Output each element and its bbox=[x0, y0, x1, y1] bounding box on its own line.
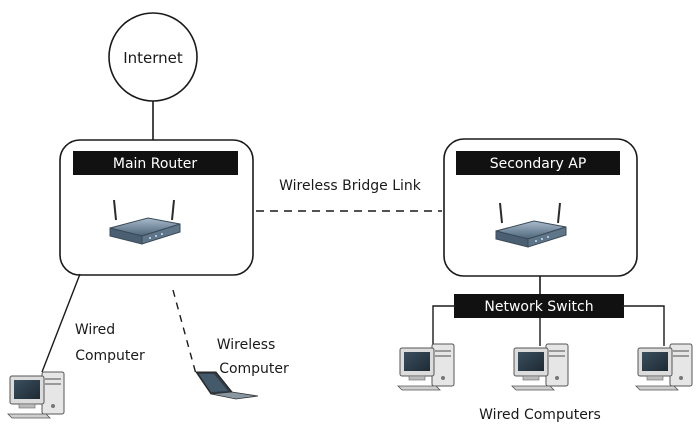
main-router-label: Main Router bbox=[113, 156, 198, 172]
switch-link-right bbox=[622, 305, 665, 346]
network-switch-label: Network Switch bbox=[484, 299, 593, 315]
switch-link-left bbox=[432, 305, 456, 346]
desktop-computer-icon bbox=[7, 371, 65, 419]
main-router-header bbox=[73, 151, 238, 175]
desktop-computer-icon bbox=[511, 343, 569, 391]
desktop-computer-icon bbox=[397, 343, 455, 391]
secondary-ap-header bbox=[456, 151, 620, 175]
laptop-icon bbox=[195, 371, 259, 400]
wireless-computer-label-line2: Computer bbox=[219, 361, 289, 377]
wired-computer-label-line2: Computer bbox=[75, 348, 145, 364]
wired-computers-label: Wired Computers bbox=[479, 407, 601, 423]
bridge-label: Wireless Bridge Link bbox=[279, 178, 422, 194]
wired-computer-link bbox=[41, 273, 81, 373]
desktop-computer-icon bbox=[635, 343, 693, 391]
secondary-ap-label: Secondary AP bbox=[490, 156, 587, 172]
wireless-computer-link bbox=[172, 289, 197, 375]
wireless-computer-label-line1: Wireless bbox=[217, 337, 276, 353]
internet-label: Internet bbox=[123, 49, 183, 67]
wired-computer-label-line1: Wired bbox=[75, 322, 115, 338]
network-switch bbox=[454, 294, 624, 318]
